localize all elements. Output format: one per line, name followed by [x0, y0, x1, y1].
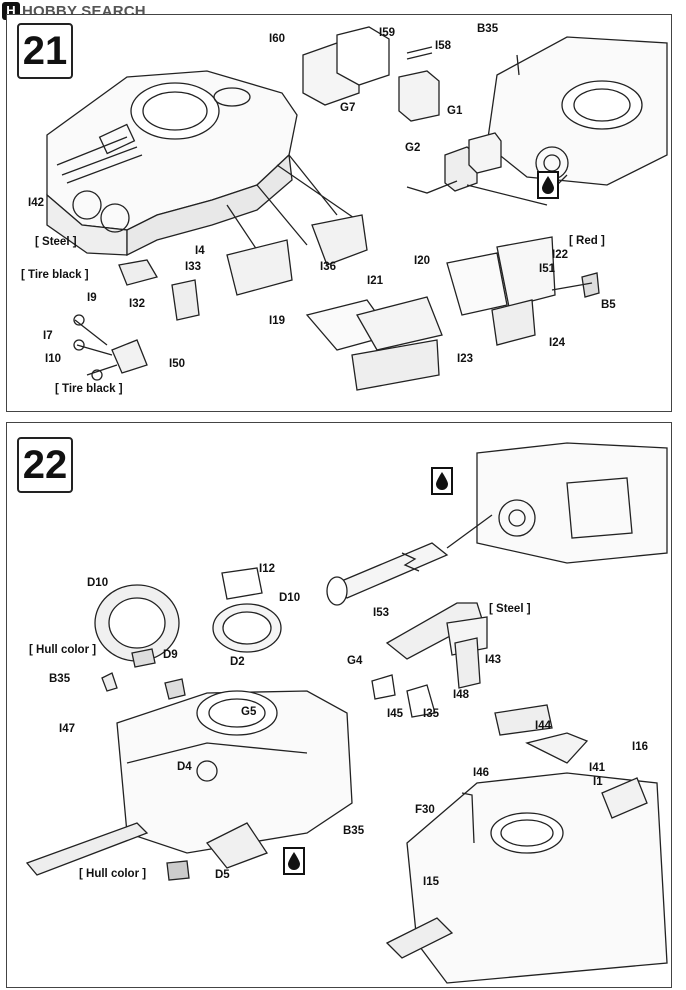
part-label-G1: G1	[447, 105, 463, 117]
step-21-drawing	[46, 26, 668, 391]
part-label-I1: I1	[593, 776, 603, 788]
part-label-I42: I42	[28, 197, 44, 209]
part-label-D10-ring: D10	[87, 577, 109, 589]
part-label-I20: I20	[414, 255, 430, 267]
part-label-B35-bottom: B35	[343, 825, 365, 837]
part-label-I9: I9	[87, 292, 97, 304]
part-label-I24: I24	[549, 337, 565, 349]
part-label-G7: G7	[340, 102, 356, 114]
part-label-I4: I4	[195, 245, 205, 257]
paint-note-steel: [ Steel ]	[35, 236, 77, 248]
part-label-I44: I44	[535, 720, 551, 732]
part-label-G2: G2	[405, 142, 421, 154]
part-label-F30: F30	[415, 804, 435, 816]
step-22-drawing	[25, 442, 668, 984]
paint-note-red: [ Red ]	[569, 235, 605, 247]
cement-drop-icon	[537, 171, 559, 199]
part-label-I58: I58	[435, 40, 451, 52]
part-label-I50: I50	[169, 358, 185, 370]
paint-note-steel: [ Steel ]	[489, 603, 531, 615]
part-label-D2: D2	[230, 656, 245, 668]
part-label-B35-top: B35	[49, 673, 71, 685]
part-label-I15: I15	[423, 876, 439, 888]
part-label-I32: I32	[129, 298, 145, 310]
part-label-I12: I12	[259, 563, 275, 575]
part-label-I47: I47	[59, 723, 75, 735]
part-label-I19: I19	[269, 315, 285, 327]
part-label-D4: D4	[177, 761, 192, 773]
part-label-I33: I33	[185, 261, 201, 273]
cement-drop-icon	[283, 847, 305, 875]
part-label-I45: I45	[387, 708, 403, 720]
part-label-D10-hatch-ring: D10	[279, 592, 301, 604]
part-label-I10: I10	[45, 353, 61, 365]
part-label-I46: I46	[473, 767, 489, 779]
part-label-I53: I53	[373, 607, 389, 619]
paint-note-tire-black-1: [ Tire black ]	[21, 269, 89, 281]
step-22-panel: 22	[6, 422, 672, 988]
paint-note-tire-black-2: [ Tire black ]	[55, 383, 123, 395]
part-label-I16: I16	[632, 741, 648, 753]
part-label-G4: G4	[347, 655, 363, 667]
part-label-D9: D9	[163, 649, 178, 661]
part-label-I41: I41	[589, 762, 605, 774]
part-label-I23: I23	[457, 353, 473, 365]
part-label-I51: I51	[539, 263, 555, 275]
step-number-22: 22	[17, 437, 73, 493]
part-label-G5: G5	[241, 706, 257, 718]
step-number-21: 21	[17, 23, 73, 79]
paint-note-hull-color-2: [ Hull color ]	[79, 868, 147, 880]
part-label-I48: I48	[453, 689, 469, 701]
cement-drop-icon	[431, 467, 453, 495]
part-label-I59: I59	[379, 27, 395, 39]
part-label-B5: B5	[601, 299, 616, 311]
part-label-I43: I43	[485, 654, 501, 666]
part-label-D5: D5	[215, 869, 230, 881]
part-label-I22: I22	[552, 249, 568, 261]
part-label-I36: I36	[320, 261, 336, 273]
part-label-I60: I60	[269, 33, 285, 45]
step-21-panel: 21	[6, 14, 672, 412]
part-label-I35: I35	[423, 708, 439, 720]
part-label-I21: I21	[367, 275, 383, 287]
part-label-I7: I7	[43, 330, 53, 342]
paint-note-hull-color-1: [ Hull color ]	[29, 644, 97, 656]
part-label-B35: B35	[477, 23, 499, 35]
